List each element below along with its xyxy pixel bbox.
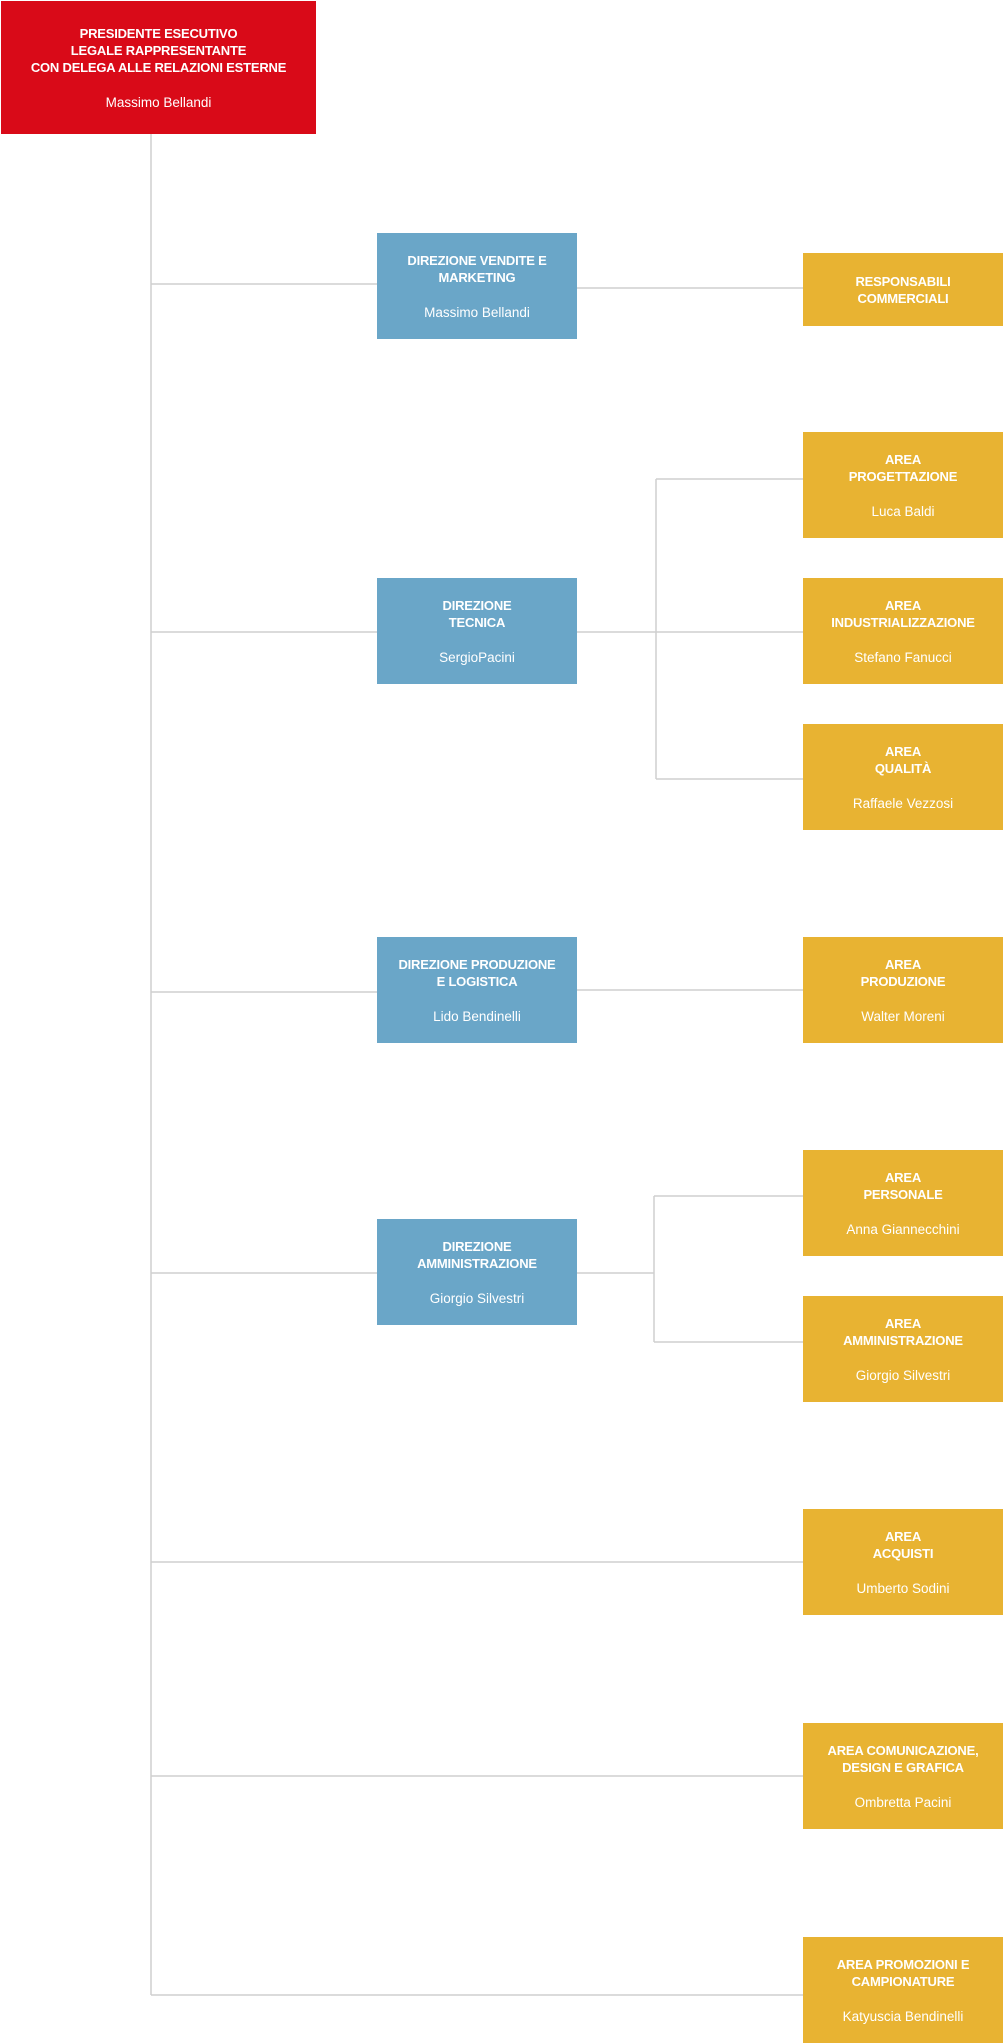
box-area-progettazione: AREA PROGETTAZIONE Luca Baldi (803, 432, 1003, 538)
box-person: Massimo Bellandi (105, 94, 212, 110)
box-title: AREA PROGETTAZIONE (848, 451, 958, 484)
box-area-produzione: AREA PRODUZIONE Walter Moreni (803, 937, 1003, 1043)
box-title: AREA PRODUZIONE (860, 956, 946, 989)
box-direzione-tecnica: DIREZIONE TECNICA SergioPacini (377, 578, 577, 684)
box-person: Giorgio Silvestri (855, 1367, 951, 1383)
box-title: AREA PERSONALE (863, 1169, 943, 1202)
box-title: AREA QUALITÀ (874, 743, 932, 776)
box-direzione-vendite-marketing: DIREZIONE VENDITE E MARKETING Massimo Be… (377, 233, 577, 339)
box-person: Walter Moreni (861, 1008, 945, 1024)
box-person: Lido Bendinelli (433, 1008, 521, 1024)
box-direzione-produzione-logistica: DIREZIONE PRODUZIONE E LOGISTICA Lido Be… (377, 937, 577, 1043)
box-title: DIREZIONE VENDITE E MARKETING (407, 252, 547, 285)
box-area-industrializzazione: AREA INDUSTRIALIZZAZIONE Stefano Fanucci (803, 578, 1003, 684)
box-title: AREA ACQUISTI (872, 1528, 934, 1561)
box-area-personale: AREA PERSONALE Anna Giannecchini (803, 1150, 1003, 1256)
box-person: Massimo Bellandi (424, 304, 530, 320)
box-title: DIREZIONE TECNICA (442, 597, 512, 630)
box-title: AREA COMUNICAZIONE, DESIGN E GRAFICA (827, 1742, 979, 1775)
box-person: Anna Giannecchini (846, 1221, 960, 1237)
box-person: Umberto Sodini (856, 1580, 950, 1596)
box-area-amministrazione: AREA AMMINISTRAZIONE Giorgio Silvestri (803, 1296, 1003, 1402)
box-area-qualita: AREA QUALITÀ Raffaele Vezzosi (803, 724, 1003, 830)
box-person: Raffaele Vezzosi (852, 795, 954, 811)
box-area-promozioni-campionature: AREA PROMOZIONI E CAMPIONATURE Katyuscia… (803, 1937, 1003, 2043)
box-title: AREA AMMINISTRAZIONE (843, 1315, 963, 1348)
box-person: Ombretta Pacini (854, 1794, 952, 1810)
box-responsabili-commerciali: RESPONSABILI COMMERCIALI (803, 253, 1003, 326)
box-title: AREA PROMOZIONI E CAMPIONATURE (836, 1956, 970, 1989)
box-direzione-amministrazione: DIREZIONE AMMINISTRAZIONE Giorgio Silves… (377, 1219, 577, 1325)
box-person: SergioPacini (439, 649, 515, 665)
box-person: Giorgio Silvestri (429, 1290, 525, 1306)
box-person: Katyuscia Bendinelli (842, 2008, 964, 2024)
box-title: PRESIDENTE ESECUTIVO LEGALE RAPPRESENTAN… (30, 25, 287, 75)
box-area-comunicazione-design-grafica: AREA COMUNICAZIONE, DESIGN E GRAFICA Omb… (803, 1723, 1003, 1829)
box-title: DIREZIONE PRODUZIONE E LOGISTICA (398, 956, 556, 989)
box-title: AREA INDUSTRIALIZZAZIONE (831, 597, 975, 630)
box-person: Stefano Fanucci (854, 649, 952, 665)
box-area-acquisti: AREA ACQUISTI Umberto Sodini (803, 1509, 1003, 1615)
box-title: RESPONSABILI COMMERCIALI (855, 273, 951, 306)
box-title: DIREZIONE AMMINISTRAZIONE (417, 1238, 537, 1271)
box-presidente-esecutivo: PRESIDENTE ESECUTIVO LEGALE RAPPRESENTAN… (1, 1, 316, 134)
box-person: Luca Baldi (871, 503, 935, 519)
